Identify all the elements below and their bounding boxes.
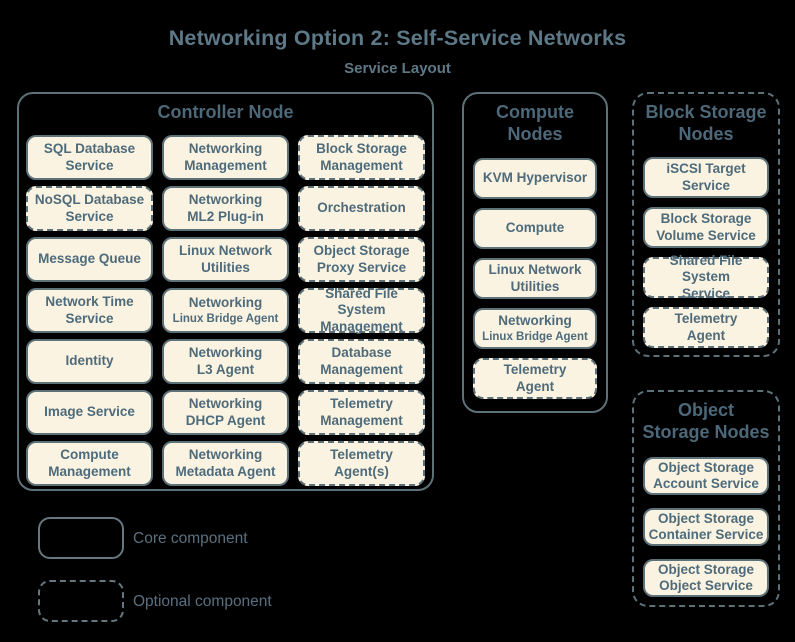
service-box: Object Storage Account Service [643, 457, 769, 495]
service-label: Shared File System Service [669, 252, 743, 301]
legend-core-label: Core component [133, 530, 248, 547]
service-label: KVM Hypervisor [482, 170, 588, 186]
group-title-controller: Controller Node [157, 102, 294, 122]
block-storage-nodes-group: Block Storage Nodes iSCSI Target Service… [632, 92, 780, 357]
service-label: Database Management [320, 345, 403, 377]
service-label: Networking Management [184, 141, 267, 173]
service-box: SQL Database Service [26, 135, 153, 180]
service-box: Compute Management [26, 441, 153, 486]
service-box: Linux Network Utilities [162, 237, 289, 282]
service-box: Networking L3 Agent [162, 339, 289, 384]
service-box: iSCSI Target Service [643, 157, 769, 198]
service-box: Networking Metadata Agent [162, 441, 289, 486]
group-title-block-storage: Block Storage Nodes [645, 102, 767, 144]
service-label: Network Time Service [45, 294, 134, 326]
service-label: Block Storage Management [316, 141, 407, 173]
service-label: Networking DHCP Agent [185, 396, 266, 428]
legend-core-swatch [38, 517, 124, 559]
service-box: Image Service [26, 390, 153, 435]
service-box: Linux Network Utilities [473, 258, 597, 299]
service-box: Telemetry Agent [473, 358, 597, 399]
object-storage-nodes-group: Object Storage Nodes Object Storage Acco… [632, 390, 780, 607]
service-label: Object Storage Object Service [657, 561, 755, 593]
service-box: Telemetry Management [298, 390, 425, 435]
compute-nodes-group: Compute Nodes KVM Hypervisor Compute Lin… [462, 92, 608, 413]
service-box: Identity [26, 339, 153, 384]
service-box: Network Time Service [26, 288, 153, 333]
service-label: Linux Network Utilities [178, 243, 272, 275]
compute-services-grid: KVM Hypervisor Compute Linux Network Uti… [473, 158, 597, 399]
service-label: Telemetry Agent(s) [330, 447, 393, 479]
service-label: Object Storage Account Service [653, 459, 759, 491]
service-box: Shared File System Service [643, 253, 769, 301]
service-label: Message Queue [38, 251, 141, 267]
service-label: Block Storage Volume Service [656, 211, 756, 243]
service-label: NoSQL Database Service [34, 192, 145, 224]
service-box: Message Queue [26, 237, 153, 282]
service-box: Block Storage Volume Service [643, 207, 769, 248]
service-box: Networking DHCP Agent [162, 390, 289, 435]
service-box: NoSQL Database Service [26, 186, 153, 231]
page-subtitle: Service Layout [344, 60, 451, 77]
object-storage-services-grid: Object Storage Account Service Object St… [643, 457, 769, 597]
service-label: Networking [188, 295, 263, 311]
service-box: Orchestration [298, 186, 425, 231]
service-label: Object Storage Proxy Service [313, 243, 410, 275]
service-box: Networking Linux Bridge Agent [473, 308, 597, 349]
service-label: Compute [505, 220, 565, 236]
service-sublabel: Linux Bridge Agent [482, 330, 588, 343]
controller-services-grid: SQL Database Service Networking Manageme… [26, 135, 425, 486]
service-label: iSCSI Target Service [666, 161, 746, 193]
block-storage-services-grid: iSCSI Target Service Block Storage Volum… [643, 157, 769, 348]
service-label: Object Storage Container Service [648, 510, 764, 542]
service-box: KVM Hypervisor [473, 158, 597, 199]
group-title-object-storage: Object Storage Nodes [642, 400, 770, 442]
service-label: Telemetry Management [320, 396, 403, 428]
service-box: Telemetry Agent [643, 307, 769, 348]
service-box: Block Storage Management [298, 135, 425, 180]
service-label: Networking L3 Agent [188, 345, 263, 377]
service-label: SQL Database Service [43, 141, 136, 173]
service-box: Networking Linux Bridge Agent [162, 288, 289, 333]
service-box: Object Storage Object Service [643, 559, 769, 597]
page-title: Networking Option 2: Self-Service Networ… [168, 26, 627, 50]
service-box: Object Storage Container Service [643, 508, 769, 546]
legend-optional-swatch [38, 580, 124, 622]
group-title-compute: Compute Nodes [496, 102, 574, 144]
service-label: Image Service [44, 404, 135, 420]
service-sublabel: Linux Bridge Agent [172, 312, 279, 325]
service-box: Compute [473, 208, 597, 249]
service-label: Linux Network Utilities [488, 262, 582, 294]
service-label: Telemetry Agent [503, 362, 567, 394]
service-box: Networking Management [162, 135, 289, 180]
service-label: Identity [65, 353, 114, 369]
controller-node-group: Controller Node SQL Database Service Net… [17, 92, 434, 491]
service-label: Compute Management [48, 447, 131, 479]
legend-optional-label: Optional component [133, 593, 272, 610]
service-box: Telemetry Agent(s) [298, 441, 425, 486]
service-box: Database Management [298, 339, 425, 384]
service-label: Networking Metadata Agent [175, 447, 276, 479]
service-box: Shared File System Management [298, 285, 425, 334]
service-label: Orchestration [317, 200, 406, 216]
service-label: Networking ML2 Plug-in [187, 192, 264, 224]
service-label: Telemetry Agent [674, 311, 738, 343]
service-label: Shared File System Management [320, 285, 403, 334]
service-label: Networking [498, 313, 572, 329]
service-box: Object Storage Proxy Service [298, 237, 425, 282]
service-box: Networking ML2 Plug-in [162, 186, 289, 231]
